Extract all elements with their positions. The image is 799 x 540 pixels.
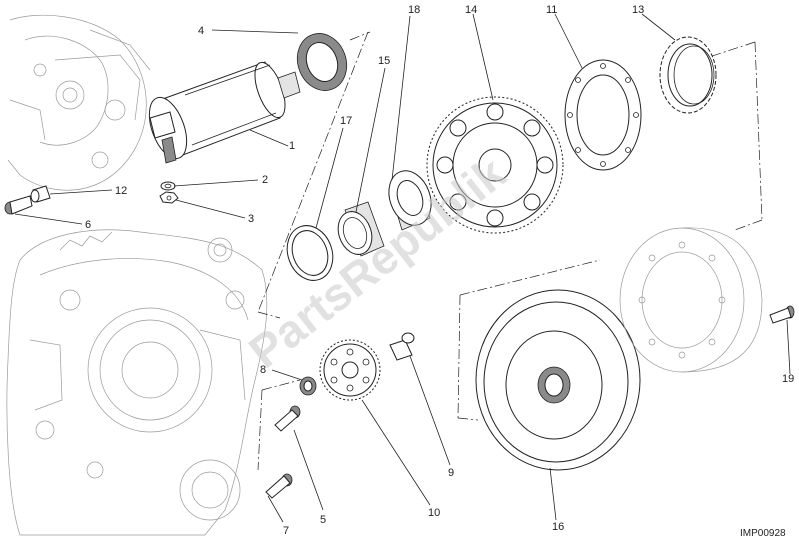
callout-18: 18	[408, 4, 420, 16]
flywheel	[475, 289, 641, 471]
callout-14: 14	[465, 4, 477, 16]
thin-ring	[286, 225, 334, 281]
callout-12: 12	[115, 185, 127, 197]
bushing-sleeve	[337, 201, 385, 257]
idler-shaft	[389, 332, 415, 361]
callout-9: 9	[448, 467, 454, 479]
callout-16: 16	[552, 521, 564, 533]
callout-8: 8	[260, 364, 266, 376]
callout-13: 13	[632, 4, 644, 16]
alternator-rotor	[619, 227, 763, 373]
bolt-upper	[274, 405, 301, 432]
idler-washer	[299, 376, 317, 396]
upper-engine-case-outline	[7, 14, 151, 191]
leader-lines	[14, 13, 791, 523]
callout-19: 19	[782, 373, 794, 385]
starter-gear	[426, 96, 564, 234]
callout-15: 15	[378, 55, 390, 67]
idler-gear	[319, 339, 381, 401]
assembly-axis-lines	[257, 31, 763, 471]
reference-code: IMP00928	[740, 528, 786, 539]
callout-3: 3	[248, 213, 254, 225]
callout-2: 2	[262, 174, 268, 186]
washer	[160, 181, 176, 191]
clutch-flange	[564, 59, 642, 171]
callout-1: 1	[289, 140, 295, 152]
starter-motor	[148, 61, 301, 164]
watermark-text: PartsRepublik	[239, 146, 515, 378]
callout-labels: 4 1 2 3 12 6 18 14 11 13 15 17 8 9 10 5 …	[85, 4, 794, 537]
nut	[159, 191, 179, 204]
callout-7: 7	[283, 525, 289, 537]
lower-engine-case-outline	[6, 229, 268, 536]
callout-17: 17	[340, 115, 352, 127]
callout-6: 6	[85, 219, 91, 231]
callout-11: 11	[546, 4, 557, 16]
callout-10: 10	[428, 507, 440, 519]
freewheel-bearing	[659, 36, 717, 114]
rotor-bolt	[769, 305, 795, 324]
callout-5: 5	[320, 514, 326, 526]
hub	[388, 170, 432, 231]
gasket-ring	[296, 33, 348, 91]
bolt-lower	[265, 473, 293, 499]
spacer-bushing	[30, 185, 51, 203]
screw	[4, 195, 33, 215]
callout-4: 4	[198, 25, 204, 37]
